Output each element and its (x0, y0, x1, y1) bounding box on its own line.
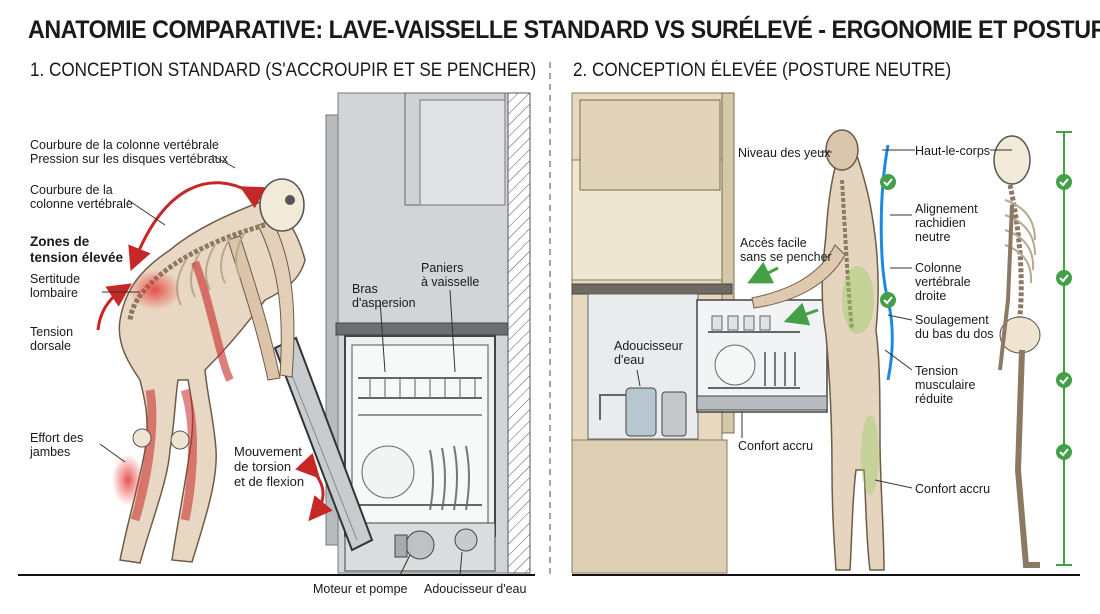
label-high-tension: Zones de tension élevée (30, 234, 124, 265)
label-softener-left: Adoucisseur d'eau (424, 582, 527, 596)
standing-figure (751, 129, 885, 571)
spine-check-icons (880, 174, 896, 308)
label-eye-level: Niveau des yeux (738, 146, 831, 160)
scale-check-icons (1056, 174, 1072, 460)
label-spray-arms: Bras d'aspersion (352, 282, 416, 310)
raised-dishwasher (696, 299, 828, 413)
access-arrow-2 (783, 302, 819, 326)
right-panel-heading: 2. CONCEPTION ÉLEVÉE (POSTURE NEUTRE) (573, 60, 952, 81)
access-arrow-1 (747, 261, 779, 284)
page-title: ANATOMIE COMPARATIVE: LAVE-VAISSELLE STA… (28, 16, 1100, 44)
label-alignment: Alignement rachidien neutre (915, 202, 978, 244)
spine-curve-arrow (128, 181, 267, 272)
label-lumbar: Sertitude lombaire (30, 272, 81, 300)
label-curvature-pressure: Courbure de la colonne vertébrale Pressi… (30, 138, 229, 166)
label-motor: Moteur et pompe (313, 582, 408, 596)
bent-figure (112, 178, 306, 564)
left-dishwasher (344, 335, 496, 572)
label-upper-body: Haut-le-corps (915, 144, 991, 158)
twist-arrow (295, 453, 333, 522)
label-softener-right: Adoucisseur d'eau (614, 339, 683, 367)
label-lower-back: Soulagement du bas du dos (915, 313, 994, 341)
label-curvature: Courbure de la colonne vertébrale (30, 183, 133, 211)
left-panel-heading: 1. CONCEPTION STANDARD (S'ACCROUPIR ET S… (30, 60, 537, 81)
label-straight-spine: Colonne vertébrale droite (915, 261, 971, 303)
side-skeleton (993, 135, 1041, 568)
label-racks: Paniers à vaisselle (421, 261, 480, 289)
label-dorsal: Tension dorsale (30, 325, 74, 353)
label-twist: Mouvement de torsion et de flexion (234, 444, 305, 489)
label-easy-access: Accès facile sans se pencher (740, 236, 832, 264)
label-muscle-tension: Tension musculaire réduite (915, 364, 976, 406)
label-legs: Effort des jambes (30, 431, 84, 459)
label-comfort: Confort accru (738, 439, 814, 453)
dorsal-tension-arrow (96, 283, 132, 331)
label-comfort-2: Confort accru (915, 482, 991, 496)
water-softener-unit (599, 387, 687, 437)
